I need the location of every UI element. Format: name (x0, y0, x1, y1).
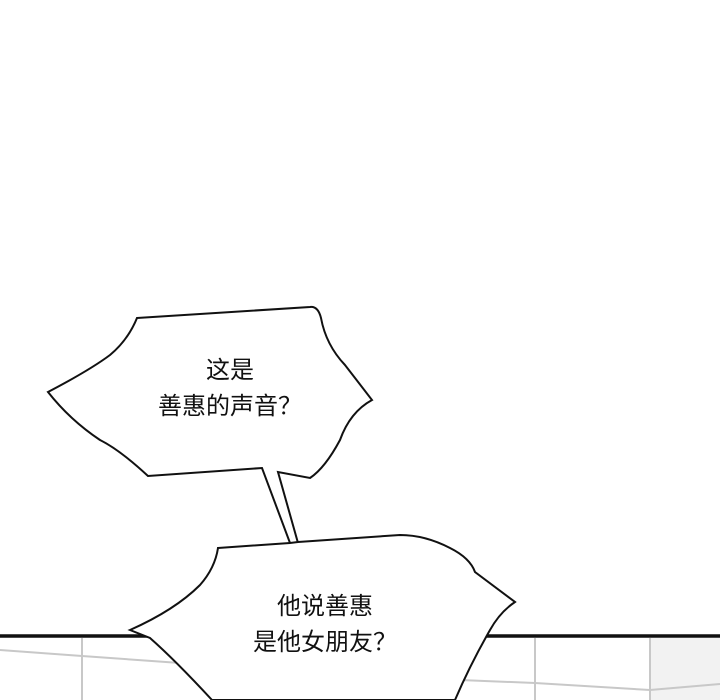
speech-bubble-2-shape (127, 533, 517, 700)
bubble-2-line-2: 是他女朋友？ (253, 628, 397, 656)
speech-bubble-1-shape (46, 305, 374, 544)
bubble-1-line-2: 善惠的声音？ (158, 392, 302, 420)
bubble-1-line-1: 这是 (206, 356, 254, 384)
speech-bubble-2: 他说善惠 是他女朋友？ (205, 588, 445, 660)
bubble-2-line-1: 他说善惠 (277, 592, 373, 620)
speech-bubble-1: 这是 善惠的声音？ (110, 352, 350, 424)
